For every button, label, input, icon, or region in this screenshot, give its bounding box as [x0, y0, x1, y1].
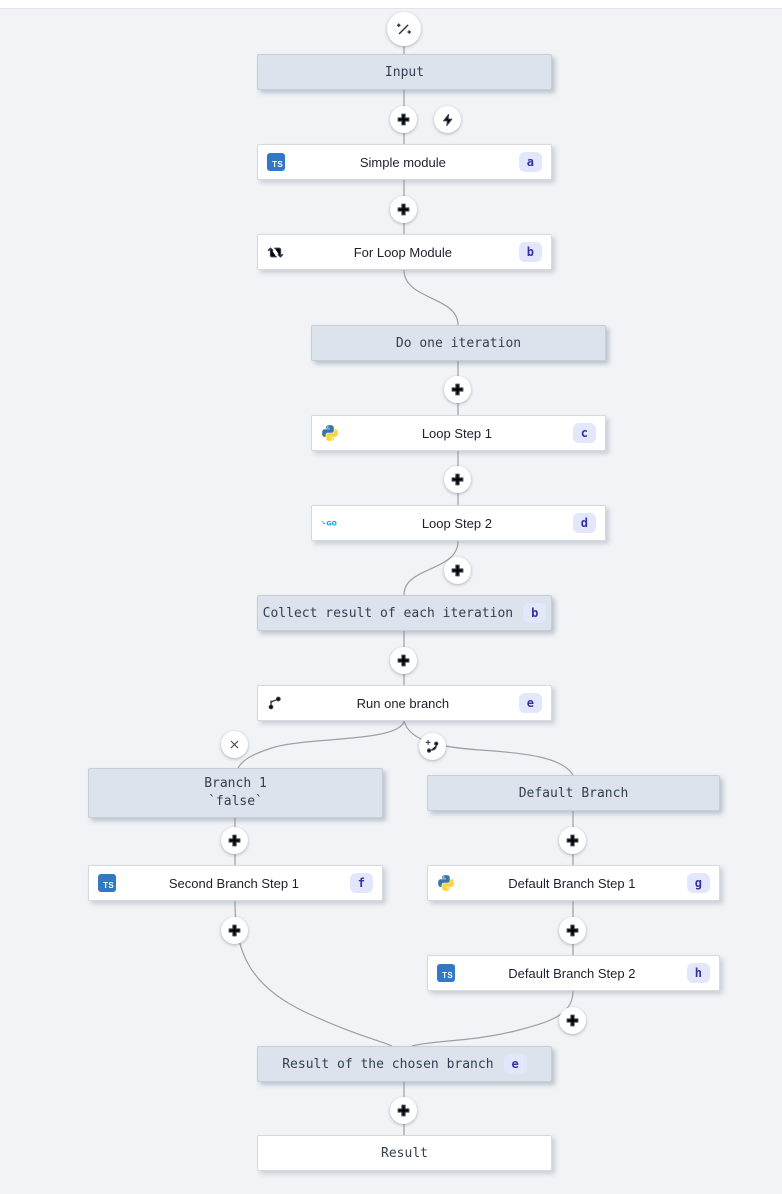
edge-secondstep-resultbranch — [234, 900, 393, 1047]
step-node-default-branch-step-1[interactable]: Default Branch Step 1 g — [427, 865, 720, 901]
step-label: Default Branch Step 2 — [508, 965, 636, 981]
step-id-badge: h — [686, 962, 710, 984]
input-node-label: Input — [384, 64, 425, 80]
plus-icon — [566, 924, 579, 937]
add-step-button-7[interactable] — [221, 827, 248, 854]
step-label: Run one branch — [356, 695, 450, 711]
svg-text:GO: GO — [326, 520, 337, 527]
step-id-badge: c — [572, 422, 596, 444]
edge-defstep2-resultbranch — [411, 990, 574, 1047]
step-id-badge: b — [518, 241, 542, 263]
plus-icon — [566, 834, 579, 847]
loop-iteration-label: Do one iteration — [395, 335, 522, 351]
step-node-simple-module[interactable]: TS Simple module a — [257, 144, 552, 180]
step-label: Loop Step 1 — [421, 425, 492, 441]
step-label: Default Branch Step 1 — [508, 875, 636, 891]
default-branch-header[interactable]: Default Branch — [427, 775, 720, 811]
plus-icon — [228, 834, 241, 847]
close-icon — [230, 740, 239, 749]
step-label: Simple module — [359, 154, 446, 170]
branch-result-label: Result of the chosen branch — [282, 1056, 494, 1072]
step-label: For Loop Module — [353, 244, 453, 260]
step-id-badge: b — [523, 602, 547, 624]
result-node[interactable]: Result — [257, 1135, 552, 1171]
input-node[interactable]: Input — [257, 54, 552, 90]
add-step-button-1[interactable] — [390, 106, 417, 133]
trigger-button[interactable] — [434, 106, 461, 133]
plus-icon — [397, 203, 410, 216]
branch-result-header[interactable]: Result of the chosen branch e — [257, 1046, 552, 1082]
add-branch-button[interactable] — [419, 733, 446, 760]
add-step-button-9[interactable] — [221, 917, 248, 944]
top-divider-bar — [0, 0, 782, 9]
python-icon — [437, 874, 457, 892]
step-label: Loop Step 2 — [421, 515, 492, 531]
step-node-default-branch-step-2[interactable]: TS Default Branch Step 2 h — [427, 955, 720, 991]
branch-1-label: Branch 1 — [204, 776, 267, 792]
typescript-icon: TS — [98, 874, 118, 892]
add-step-button-2[interactable] — [390, 196, 417, 223]
loop-collect-label: Collect result of each iteration — [262, 605, 514, 621]
ai-flow-button[interactable] — [387, 12, 421, 46]
default-branch-label: Default Branch — [518, 785, 629, 801]
add-step-button-4[interactable] — [444, 466, 471, 493]
plus-icon — [397, 1104, 410, 1117]
plus-icon — [228, 924, 241, 937]
step-id-badge: e — [503, 1053, 527, 1075]
plus-icon — [451, 564, 464, 577]
step-node-for-loop[interactable]: For Loop Module b — [257, 234, 552, 270]
add-step-button-10[interactable] — [559, 917, 586, 944]
result-node-label: Result — [381, 1145, 428, 1161]
add-step-button-8[interactable] — [559, 827, 586, 854]
add-step-button-3[interactable] — [444, 376, 471, 403]
typescript-icon: TS — [267, 153, 287, 171]
plus-icon — [397, 654, 410, 667]
step-id-badge: d — [572, 512, 596, 534]
step-node-second-branch-step-1[interactable]: TS Second Branch Step 1 f — [88, 865, 383, 901]
step-node-run-one-branch[interactable]: Run one branch e — [257, 685, 552, 721]
loop-iteration-header[interactable]: Do one iteration — [311, 325, 606, 361]
step-id-badge: g — [686, 872, 710, 894]
branch-icon — [267, 695, 287, 711]
wand-sparkles-icon — [396, 23, 412, 35]
loop-collect-header[interactable]: Collect result of each iteration b — [257, 595, 552, 631]
zap-icon — [442, 113, 452, 126]
for-loop-icon — [267, 244, 287, 261]
remove-branch-button[interactable] — [221, 731, 248, 758]
plus-icon — [397, 113, 410, 126]
step-label: Second Branch Step 1 — [168, 875, 299, 891]
typescript-icon: TS — [437, 964, 457, 982]
edge-runbranch-branch1 — [237, 720, 405, 769]
step-node-loop-step-1[interactable]: Loop Step 1 c — [311, 415, 606, 451]
plus-icon — [566, 1014, 579, 1027]
step-id-badge: f — [349, 872, 373, 894]
add-step-button-12[interactable] — [390, 1097, 417, 1124]
step-node-loop-step-2[interactable]: GO Loop Step 2 d — [311, 505, 606, 541]
add-step-button-11[interactable] — [559, 1007, 586, 1034]
add-step-button-5[interactable] — [444, 557, 471, 584]
branch-1-header[interactable]: Branch 1 `false` — [88, 768, 383, 818]
branch-1-condition: `false` — [208, 794, 263, 809]
go-icon: GO — [321, 517, 341, 529]
plus-icon — [451, 473, 464, 486]
branch-plus-icon — [425, 739, 439, 753]
step-id-badge: e — [518, 692, 542, 714]
step-id-badge: a — [518, 151, 542, 173]
edge-forloop-iteration — [403, 269, 459, 326]
python-icon — [321, 424, 341, 442]
plus-icon — [451, 383, 464, 396]
add-step-button-6[interactable] — [390, 647, 417, 674]
